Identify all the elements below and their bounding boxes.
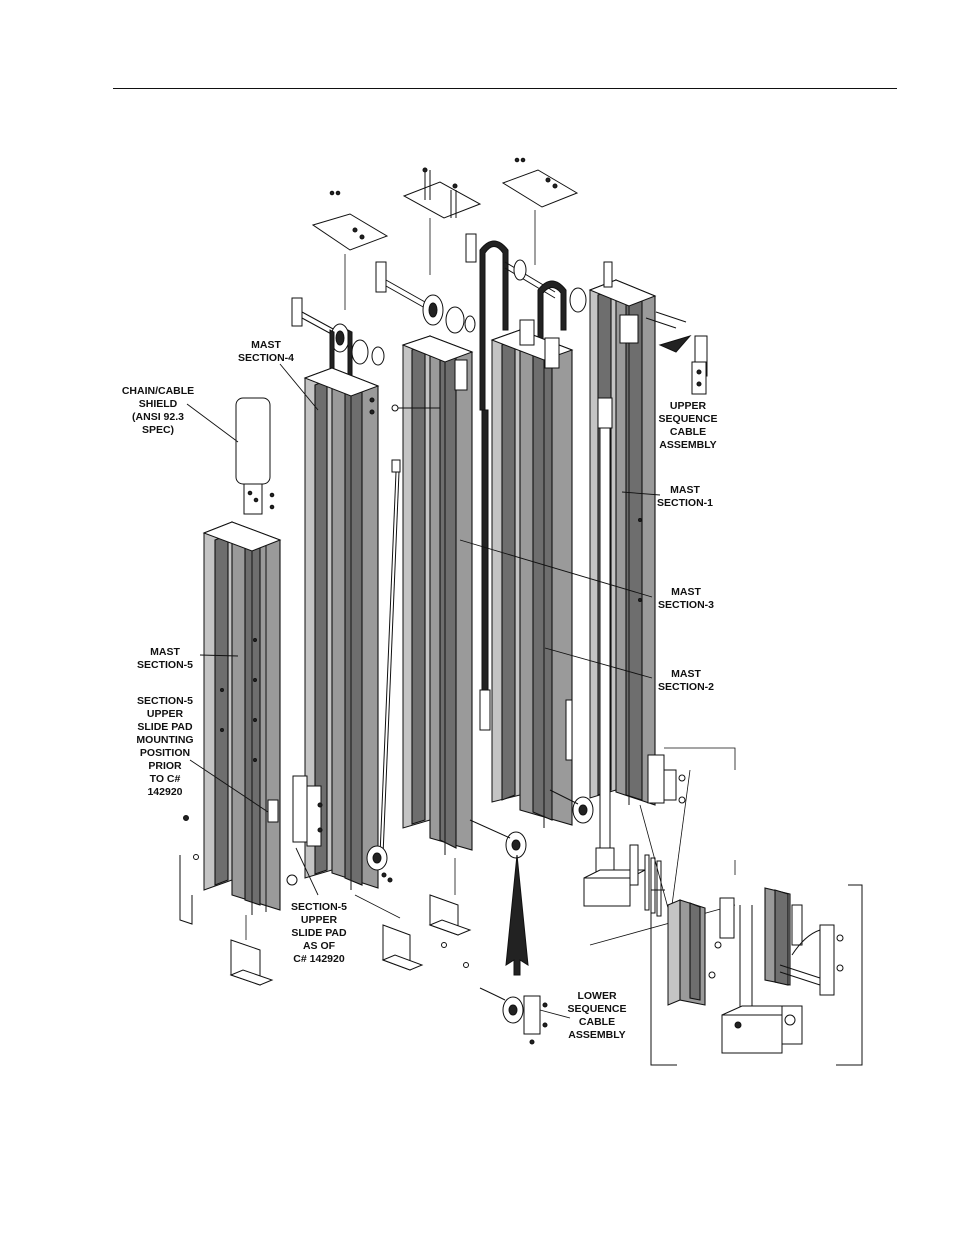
mast-section-5 [204,522,280,915]
label-slide-pad-prior: SECTION-5 UPPER SLIDE PAD MOUNTING POSIT… [136,695,193,798]
label-line: SPEC) [142,424,174,436]
label-line: TO C# [150,773,181,785]
label-line: SLIDE PAD [137,721,193,733]
label-line: SEQUENCE [659,413,718,425]
label-line: SECTION-1 [657,497,713,509]
label-line: SECTION-4 [238,352,294,364]
label-line: AS OF [303,940,336,952]
assembly-direction-arrow [506,855,528,975]
label-line: PRIOR [148,760,182,772]
sequence-cable [380,460,400,855]
label-line: CHAIN/CABLE [122,385,194,397]
lift-chain [480,410,490,730]
label-chain-cable-shield: CHAIN/CABLE SHIELD (ANSI 92.3 SPEC) [122,385,194,436]
label-upper-sequence-cable-assembly: UPPER SEQUENCE CABLE ASSEMBLY [659,400,718,451]
label-line: SECTION-2 [658,681,714,693]
label-mast-section-5: MAST SECTION-5 [137,646,193,671]
label-line: SLIDE PAD [291,927,347,939]
label-line: MOUNTING [136,734,193,746]
label-line: MAST [251,339,281,351]
label-line: UPPER [301,914,338,926]
detail-inset-content [668,888,843,1053]
label-mast-section-3: MAST SECTION-3 [658,586,714,611]
upper-sheave-assembly-left [292,298,384,380]
label-line: UPPER [670,400,707,412]
label-line: MAST [671,586,701,598]
label-line: SECTION-3 [658,599,714,611]
label-lower-sequence-cable-assembly: LOWER SEQUENCE CABLE ASSEMBLY [568,990,627,1041]
lower-slide-pad-bracket-middle [355,895,422,970]
label-line: CABLE [579,1016,615,1028]
top-cover-plate-right [503,158,577,265]
label-line: CABLE [670,426,706,438]
label-line: ASSEMBLY [568,1029,625,1041]
label-line: MAST [671,668,701,680]
lower-sheave-section-3 [470,820,526,858]
lower-slide-pad-bracket-left [231,915,272,985]
mast-section-3 [392,336,472,855]
label-line: SHIELD [139,398,178,410]
label-line: SEQUENCE [568,1003,627,1015]
label-line: MAST [670,484,700,496]
label-line: SECTION-5 [137,695,193,707]
upper-sheave-assembly-middle [376,262,475,333]
label-line: UPPER [147,708,184,720]
label-mast-section-1: MAST SECTION-1 [657,484,713,509]
label-line: SECTION-5 [291,901,347,913]
base-plate-stack [645,855,661,916]
label-line: C# 142920 [293,953,345,965]
label-line: ASSEMBLY [659,439,716,451]
label-mast-section-4: MAST SECTION-4 [238,339,294,364]
label-line: (ANSI 92.3 [132,411,184,423]
label-line: POSITION [140,747,190,759]
label-slide-pad-as-of: SECTION-5 UPPER SLIDE PAD AS OF C# 14292… [291,901,347,965]
lower-sequence-cable-assembly-part [480,988,547,1044]
mast-section-2 [492,320,572,828]
label-line: SECTION-5 [137,659,193,671]
chain-cable-shield [236,398,274,514]
label-line: MAST [150,646,180,658]
label-line: 142920 [147,786,182,798]
lower-slide-pad-bracket-right [430,858,470,968]
label-line: LOWER [577,990,616,1002]
rear-slide-pad-bracket [648,748,735,875]
label-mast-section-2: MAST SECTION-2 [658,668,714,693]
